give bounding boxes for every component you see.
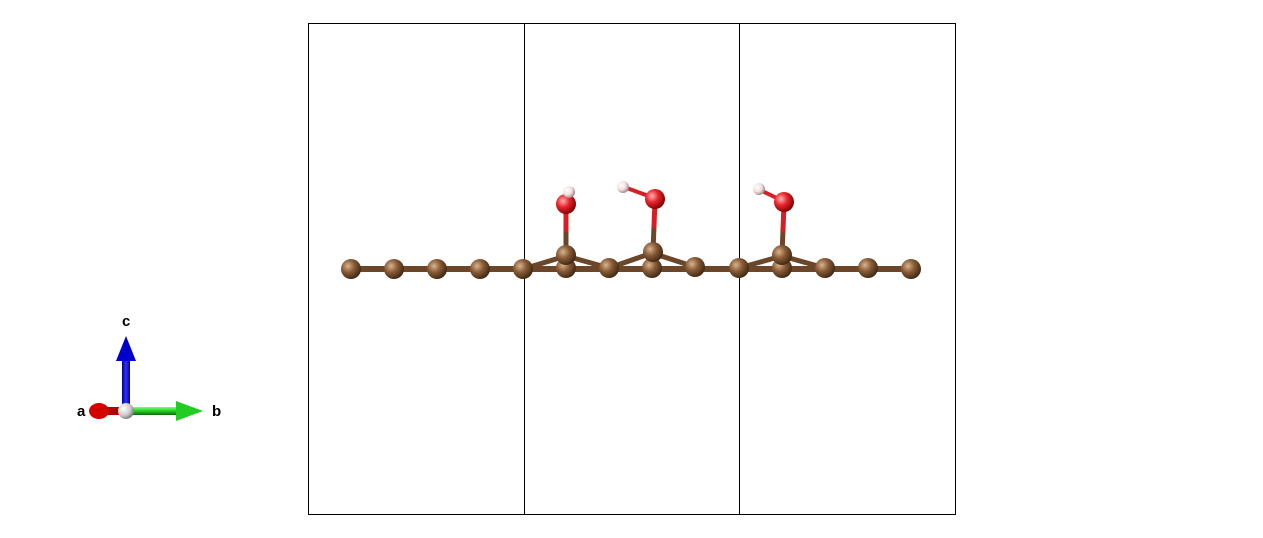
b-axis-arrowhead bbox=[176, 401, 203, 421]
carbon-atom bbox=[685, 257, 705, 277]
atoms bbox=[341, 181, 921, 279]
carbon-atom bbox=[642, 258, 662, 278]
carbon-atom bbox=[858, 258, 878, 278]
carbon-atom bbox=[901, 259, 921, 279]
a-axis-label: a bbox=[77, 403, 86, 420]
c-axis-arrowhead bbox=[116, 336, 136, 361]
oxygen-atom bbox=[556, 194, 576, 214]
carbon-atom bbox=[384, 259, 404, 279]
b-axis-label: b bbox=[212, 403, 221, 420]
oxygen-atom bbox=[774, 192, 794, 212]
axes-origin bbox=[118, 403, 134, 419]
carbon-atom bbox=[599, 258, 619, 278]
carbon-atom bbox=[341, 259, 361, 279]
carbon-atom bbox=[427, 259, 447, 279]
carbon-atom bbox=[513, 259, 533, 279]
hydrogen-atom bbox=[617, 181, 629, 193]
carbon-atom bbox=[815, 258, 835, 278]
c-axis-shaft bbox=[122, 356, 130, 412]
carbon-atom-raised bbox=[772, 245, 792, 265]
c-axis-label: c bbox=[122, 313, 130, 330]
carbon-atom bbox=[729, 258, 749, 278]
oxygen-atom bbox=[645, 189, 665, 209]
axes-indicator: c b a bbox=[77, 313, 221, 421]
hydrogen-atom bbox=[563, 186, 575, 198]
carbon-atom-raised bbox=[556, 245, 576, 265]
a-axis-arrowhead bbox=[89, 403, 109, 419]
hydrogen-atom bbox=[753, 183, 765, 195]
carbon-atom bbox=[470, 259, 490, 279]
b-axis-shaft bbox=[126, 407, 178, 415]
a-axis-shaft bbox=[100, 407, 126, 415]
bonds bbox=[348, 185, 914, 272]
carbon-atom-raised bbox=[643, 242, 663, 262]
